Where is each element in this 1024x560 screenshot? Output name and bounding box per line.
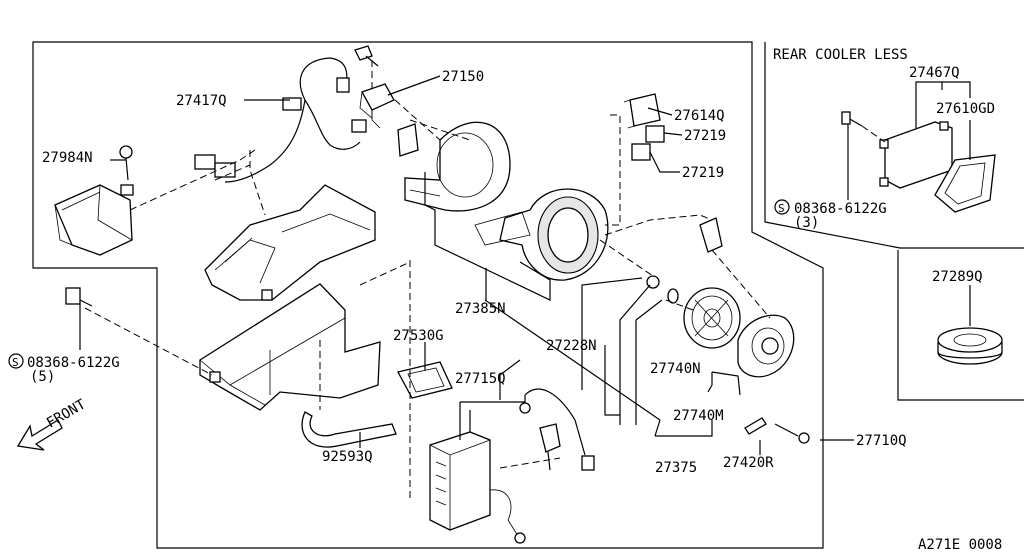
front-arrow-icon: [16, 419, 63, 451]
evaporator-27715q: [429, 431, 526, 544]
label-27228n: 27228N: [546, 338, 597, 354]
label-27740n: 27740N: [650, 361, 701, 377]
wiring-harness: [194, 57, 367, 183]
label-27289q: 27289Q: [932, 269, 983, 285]
nut-27228n: [646, 275, 679, 304]
label-27150: 27150: [442, 69, 484, 85]
relay-27219-b: [631, 143, 651, 161]
label-27219-a: 27219: [684, 128, 726, 144]
duct-27984n: [54, 184, 133, 256]
rear-cooler-boundary: [764, 42, 1024, 249]
label-27610gd: 27610GD: [936, 101, 995, 117]
label-27420r: 27420R: [723, 455, 774, 471]
label-27530g: 27530G: [393, 328, 444, 344]
assembly-dashed-lines: [84, 60, 886, 500]
expansion-pipes: [519, 388, 595, 471]
fan-27740n: [683, 287, 741, 349]
label-screw-main-qty: (5): [30, 369, 55, 385]
s-symbol-main: S: [12, 356, 19, 369]
label-27417q: 27417Q: [176, 93, 227, 109]
upper-housing: [204, 184, 376, 301]
drain-hose-92593q: [301, 411, 397, 448]
label-27715q: 27715Q: [455, 371, 506, 387]
diagram-code: A271E 0008: [918, 537, 1002, 553]
screw-rear: [841, 111, 863, 127]
label-27375: 27375: [655, 460, 697, 476]
label-27710q: 27710Q: [856, 433, 907, 449]
blower-case: [397, 121, 511, 212]
rear-cooler-title: REAR COOLER LESS: [773, 47, 908, 63]
s-symbol-rear: S: [778, 202, 785, 215]
label-27219-b: 27219: [682, 165, 724, 181]
relay-27150: [359, 83, 395, 129]
grommet-box: [897, 250, 1024, 401]
label-screw-rear: 08368-6122G: [794, 201, 887, 217]
resistor-27614q: [623, 93, 661, 129]
hose-top-right: [699, 217, 723, 253]
label-front: FRONT: [44, 396, 89, 431]
main-assembly-boundary: [32, 41, 824, 549]
label-27740m: 27740M: [673, 408, 724, 424]
amp-27467q: [879, 121, 953, 189]
label-screw-rear-qty: (3): [794, 215, 819, 231]
s-symbol-rear-icon: [774, 199, 790, 215]
blower-housing-27385n: [474, 188, 609, 281]
label-screw-main: 08368-6122G: [27, 355, 120, 371]
label-27984n: 27984N: [42, 150, 93, 166]
gasket-27530g: [397, 361, 453, 399]
gasket-27610gd: [934, 154, 996, 213]
screw-27984n: [119, 145, 134, 196]
relay-27219-a: [645, 125, 665, 143]
label-27614q: 27614Q: [674, 108, 725, 124]
screw-main: [65, 287, 93, 307]
motor-27740m: [737, 314, 795, 378]
label-27385n: 27385N: [455, 301, 506, 317]
label-92593q: 92593Q: [322, 449, 373, 465]
screw-27710q: [774, 423, 810, 444]
screw-top: [354, 45, 379, 67]
leader-lines: [79, 75, 971, 455]
grommet-27289q: [937, 327, 1003, 365]
pin-27420r: [744, 417, 767, 435]
s-symbol-main-icon: [8, 353, 24, 369]
lower-housing: [199, 283, 381, 411]
label-27467q: 27467Q: [909, 65, 960, 81]
